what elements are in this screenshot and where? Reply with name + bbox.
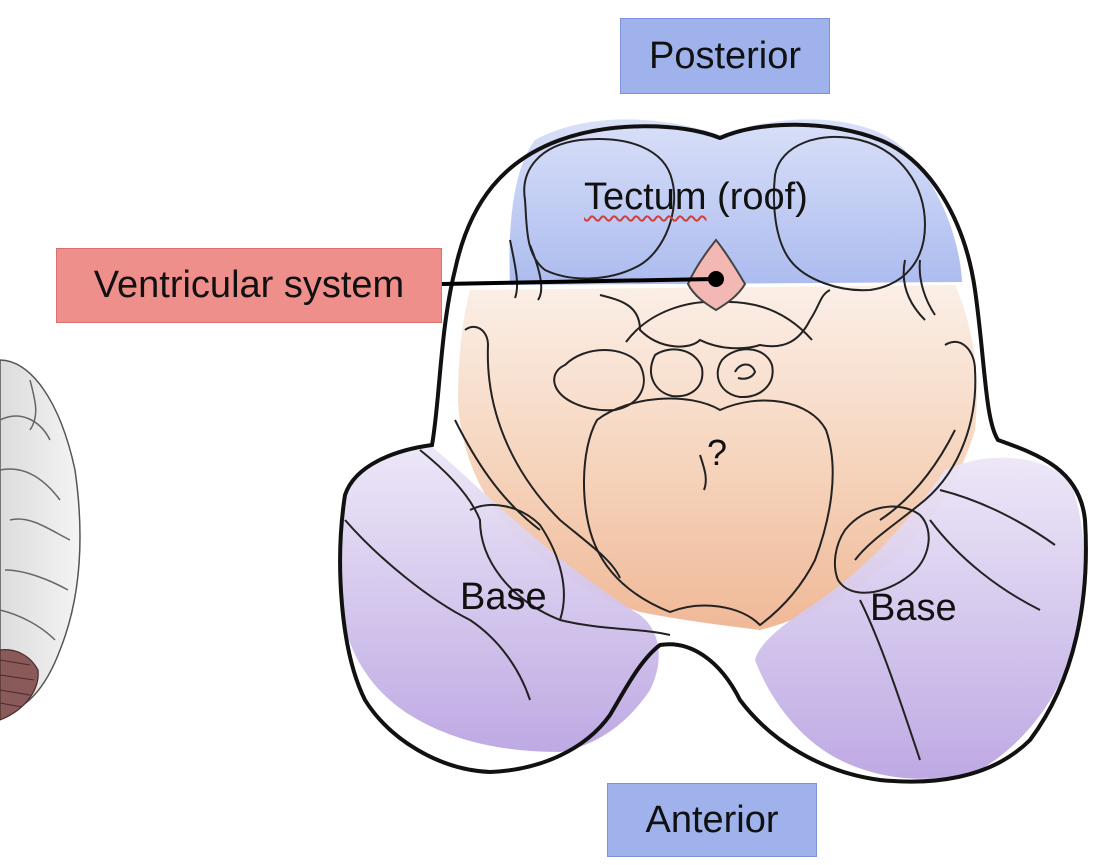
- base-left-region: [338, 445, 659, 752]
- base-right-label: Base: [870, 587, 957, 629]
- tectum-word: Tectum: [584, 176, 707, 218]
- posterior-label: Posterior: [620, 18, 830, 94]
- tectum-roof-text: (roof): [706, 176, 808, 218]
- base-left-label: Base: [460, 576, 547, 618]
- brain-thumbnail: [0, 359, 81, 721]
- tectum-region: [509, 119, 962, 285]
- unknown-region-label: ?: [707, 432, 728, 473]
- ventricular-pointer-dot: [708, 271, 724, 287]
- tectum-label: Tectum (roof): [584, 176, 808, 219]
- midbrain-outline: [338, 122, 1088, 784]
- ventricular-system-label: Ventricular system: [56, 248, 442, 323]
- base-right-region: [755, 457, 1085, 779]
- ventricular-leader-line: [441, 277, 715, 286]
- anterior-label: Anterior: [607, 783, 817, 857]
- inner-outlines: [344, 135, 1056, 761]
